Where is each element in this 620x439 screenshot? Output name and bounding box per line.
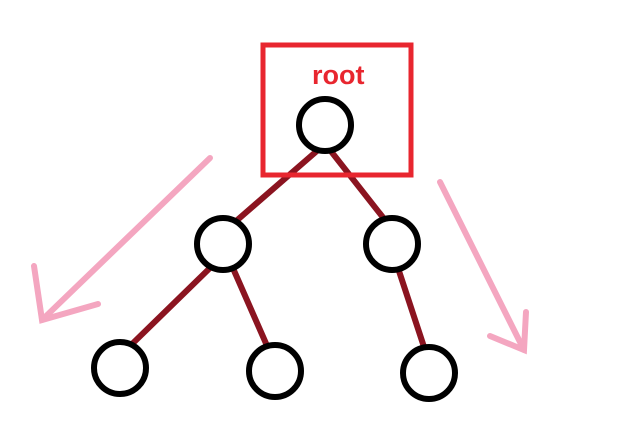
node-left-left [91, 339, 149, 397]
right-traversal-arrow [437, 179, 529, 355]
edge-root-left [232, 147, 321, 225]
nodes [91, 96, 458, 402]
node-right [363, 215, 421, 273]
node-left-right [246, 342, 304, 400]
edge-root-right [327, 147, 388, 223]
edges [127, 147, 428, 353]
node-right-left [400, 344, 458, 402]
edge-right-rightleft [395, 265, 428, 353]
edge-left-leftright [229, 263, 271, 351]
node-root [296, 96, 354, 154]
edge-left-leftleft [127, 263, 215, 349]
root-label: root [312, 60, 364, 90]
root-highlight-box [260, 42, 414, 178]
node-left [194, 215, 252, 273]
left-traversal-arrow [31, 155, 213, 324]
